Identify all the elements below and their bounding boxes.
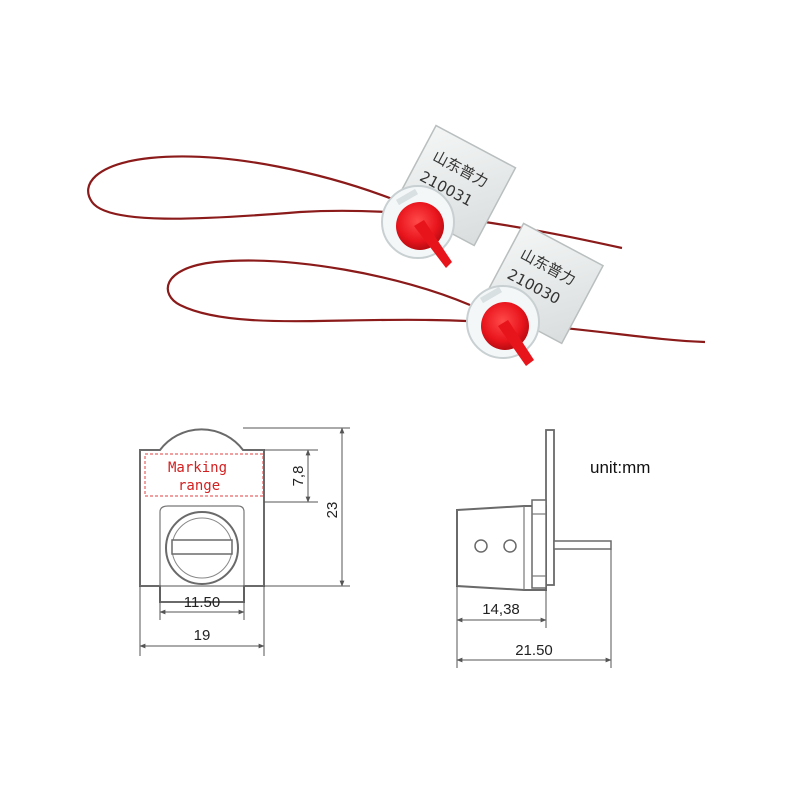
side-plate bbox=[545, 429, 555, 586]
dim-total-height: 23 bbox=[324, 502, 341, 519]
dim-total-width: 19 bbox=[194, 627, 211, 644]
marking-label-line2: range bbox=[178, 478, 220, 494]
front-view: Marking range 7,8 23 11.50 19 bbox=[139, 427, 350, 656]
dim-inner-width: 11.50 bbox=[184, 594, 220, 611]
dim-side-body-width: 14,38 bbox=[482, 601, 520, 618]
wire-bottom bbox=[166, 259, 706, 344]
side-pin bbox=[553, 540, 612, 550]
dim-side-total-width: 21.50 bbox=[515, 642, 553, 659]
unit-label: unit:mm bbox=[590, 458, 650, 477]
marking-range-box bbox=[144, 453, 264, 497]
rotor-fin-top bbox=[414, 220, 452, 268]
seal-top: 山东普力 210031 bbox=[87, 124, 623, 268]
dim-marking-height: 7,8 bbox=[290, 466, 307, 487]
rotor-fin-bottom bbox=[498, 320, 534, 366]
side-flange bbox=[531, 499, 547, 589]
tag-bottom: 山东普力 210030 bbox=[481, 222, 605, 345]
front-rotor-slot bbox=[171, 539, 233, 555]
seal-bottom: 山东普力 210030 bbox=[166, 222, 706, 366]
rotor-key-bottom bbox=[479, 286, 503, 304]
rotor-key-top bbox=[395, 188, 419, 206]
side-view: unit:mm 14,38 21.50 bbox=[456, 429, 650, 668]
side-hole-left bbox=[474, 539, 488, 553]
side-hole-right bbox=[503, 539, 517, 553]
marking-label-line1: Marking bbox=[168, 460, 227, 476]
